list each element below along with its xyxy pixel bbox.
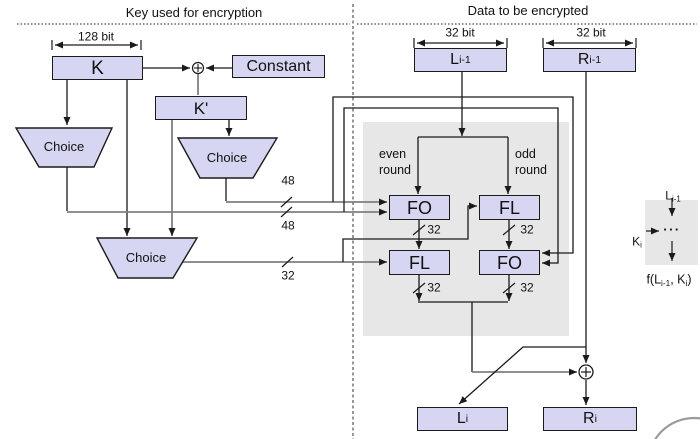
choice-mid-shape xyxy=(176,137,279,179)
wire-32bit-branch-to-fl-odd xyxy=(342,202,477,262)
legend-out-close: ) xyxy=(687,272,692,287)
round-function-panel xyxy=(363,122,569,336)
legend-out-mid: , K xyxy=(670,272,686,287)
wire-48bit-wrap-inner xyxy=(343,107,559,267)
legend-k-base: K xyxy=(632,234,641,249)
xor-key-icon xyxy=(191,61,205,75)
l-in-sub: i-1 xyxy=(459,53,471,66)
bus48-upper-label: 48 xyxy=(281,173,295,188)
fo-even-label: FO xyxy=(407,197,432,218)
bus-32bit-right-measure xyxy=(542,38,637,48)
choice-bottom-label: Choice xyxy=(125,249,167,265)
even-round-label: even round xyxy=(379,147,411,178)
choice-bottom-shape xyxy=(95,237,199,279)
legend-k-sub: i xyxy=(640,240,642,250)
node-fl-even: FL xyxy=(389,250,450,275)
node-k-prime-label: K' xyxy=(193,98,209,118)
choice-mid-label: Choice xyxy=(206,149,248,165)
bus-slashes xyxy=(280,196,516,294)
bus-32bit-right-label: 32 bit xyxy=(576,25,606,40)
node-constant: Constant xyxy=(232,55,325,78)
wire-48bit-wrap-outer xyxy=(332,96,574,257)
node-k-prime: K' xyxy=(155,96,247,120)
node-k-label: K xyxy=(91,57,104,79)
bus-32bit-left-label: 32 bit xyxy=(445,25,475,40)
bus32-fl-odd-label: 32 xyxy=(520,222,534,237)
bus48-lower-label: 48 xyxy=(281,218,295,233)
legend-out-sub1: i-1 xyxy=(661,279,671,289)
legend-l-in-label: Li-1 xyxy=(665,173,680,204)
fl-odd-label: FL xyxy=(498,197,520,218)
fl-even-label: FL xyxy=(408,252,430,273)
legend-l-base: L xyxy=(665,188,672,203)
legend-key-label: Ki xyxy=(632,219,642,250)
legend-output-label: f(Li-1, Ki) xyxy=(646,273,691,290)
choice-top-shape xyxy=(14,127,114,168)
xor-data-icon xyxy=(578,364,594,380)
right-section-title: Data to be encrypted xyxy=(467,2,589,18)
legend-out-open: f(L xyxy=(646,272,662,287)
l-out-sub: i xyxy=(465,412,469,425)
l-in-base: L xyxy=(450,51,460,68)
r-in-base: R xyxy=(577,51,590,68)
choice-top-label: Choice xyxy=(43,138,85,154)
r-out-base: R xyxy=(583,410,595,427)
bus-128bit-label: 128 bit xyxy=(77,29,115,44)
wire-r-in-to-l-out xyxy=(458,346,586,405)
legend-l-sub: i-1 xyxy=(671,194,681,204)
node-fl-odd: FL xyxy=(479,195,540,220)
node-fo-odd: FO xyxy=(479,250,540,275)
node-fo-even: FO xyxy=(389,195,450,220)
node-constant-label: Constant xyxy=(246,57,311,75)
corner-arc-decoration xyxy=(654,416,700,439)
r-in-sub: i-1 xyxy=(589,53,602,66)
bus-128bit-measure xyxy=(51,40,142,50)
left-section-title: Key used for encryption xyxy=(125,4,263,20)
l-out-base: L xyxy=(456,410,466,427)
bus32-choice-label: 32 xyxy=(281,268,295,283)
bus32-fl-even-label: 32 xyxy=(427,280,441,295)
legend-out-sub2: i xyxy=(685,279,688,289)
odd-round-label: odd round xyxy=(515,147,547,178)
r-out-sub: i xyxy=(594,412,597,425)
bus32-fo-odd-label: 32 xyxy=(520,280,534,295)
fo-odd-label: FO xyxy=(497,252,522,273)
legend-dots: ··· xyxy=(663,221,681,237)
bus-32bit-left-measure xyxy=(413,38,508,48)
node-k: K xyxy=(52,56,143,80)
bus32-fo-even-label: 32 xyxy=(427,222,441,237)
